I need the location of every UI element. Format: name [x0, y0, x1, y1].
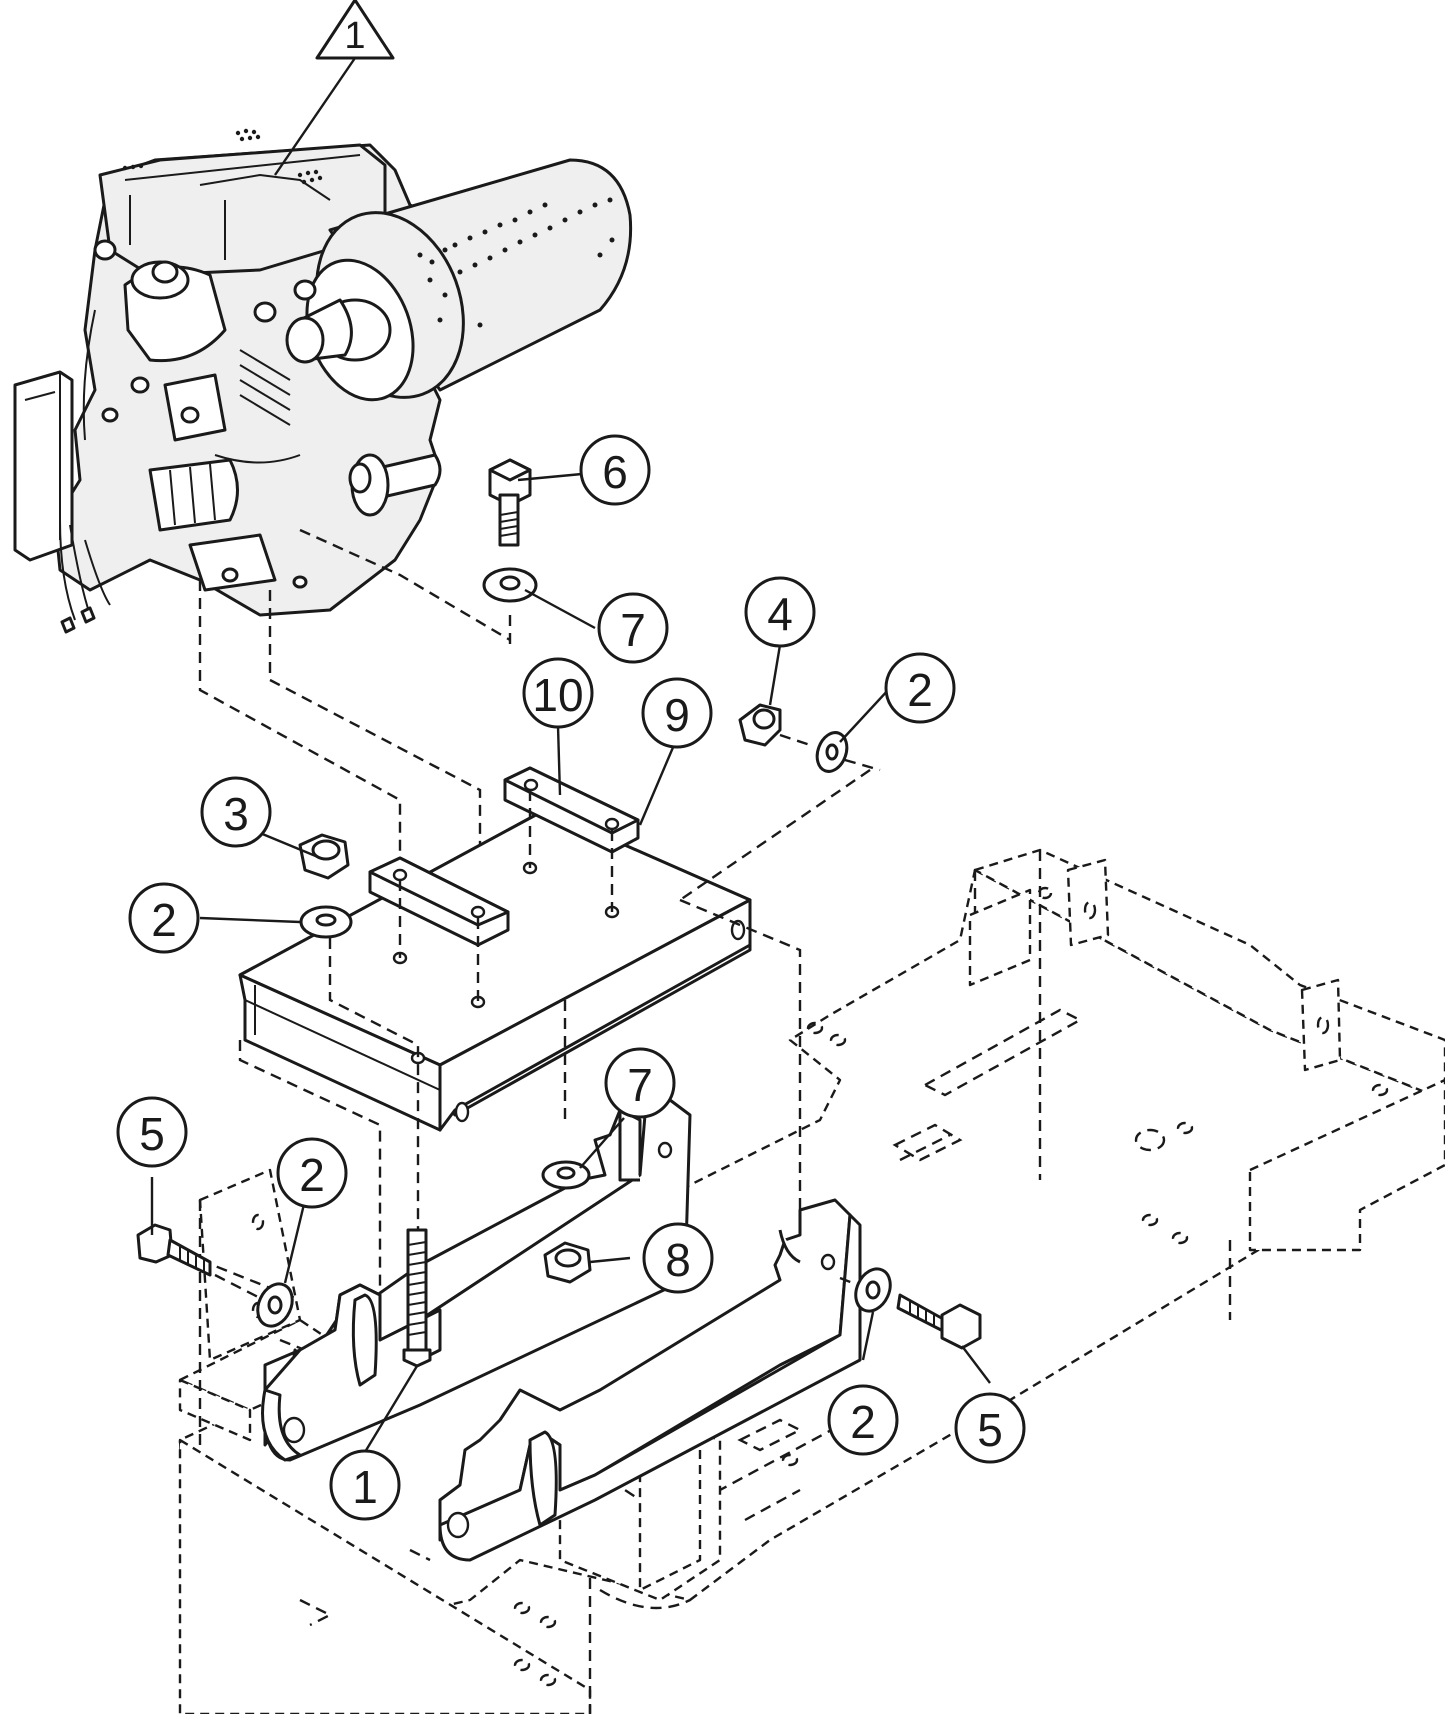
washer-7-lower [541, 1160, 591, 1190]
callout-label: 7 [627, 1059, 653, 1111]
callout-circle [329, 1449, 401, 1521]
engine-assembly [13, 128, 633, 634]
warning-triangle-callout: 1 [315, 0, 395, 60]
callout-label: 2 [151, 894, 177, 946]
engine-bracket-left [261, 1098, 692, 1462]
callout-circle [579, 434, 651, 506]
callout-circle [884, 652, 956, 724]
callout-c3: 3 [200, 776, 272, 848]
callout-circle [200, 776, 272, 848]
engine-bracket-right [438, 1198, 862, 1562]
callout-c2d: 2 [827, 1384, 899, 1456]
callout-label: 3 [223, 788, 249, 840]
callout-label: 2 [907, 664, 933, 716]
callout-label: 1 [352, 1461, 378, 1513]
callout-label: 5 [139, 1108, 165, 1160]
callout-label: 8 [665, 1234, 691, 1286]
callout-c6: 6 [579, 434, 651, 506]
callout-label: 6 [602, 446, 628, 498]
stud-1 [402, 1228, 432, 1368]
callout-label: 2 [299, 1149, 325, 1201]
callout-circle [954, 1392, 1026, 1464]
callout-circle [128, 882, 200, 954]
callout-circle [642, 1222, 714, 1294]
washer-2-lower-right [839, 1267, 892, 1313]
washer-2-left [299, 905, 353, 939]
callout-c7b: 7 [604, 1047, 676, 1119]
nut-4 [738, 703, 811, 747]
washer-2-lower-left [256, 1282, 294, 1328]
nut-3 [298, 833, 350, 880]
washer-7-upper [482, 567, 538, 603]
callout-c2b: 2 [128, 882, 200, 954]
callout-c5b: 5 [954, 1392, 1026, 1464]
nut-8 [543, 1241, 592, 1284]
vent-pattern [122, 128, 323, 185]
spacer-strap-upper [503, 766, 640, 854]
callout-label: 2 [850, 1396, 876, 1448]
callout-label: 7 [620, 604, 646, 656]
alignment-lines-plate [199, 769, 871, 1370]
leader-lines [150, 57, 991, 1453]
callout-circle [522, 657, 594, 729]
callout-c2a: 2 [884, 652, 956, 724]
callout-circle [597, 592, 669, 664]
bolt-5-right [896, 1293, 982, 1350]
callout-label: 10 [532, 669, 583, 721]
callout-c10: 10 [522, 657, 594, 729]
callout-c8: 8 [642, 1222, 714, 1294]
callout-circle [827, 1384, 899, 1456]
callout-label: 5 [977, 1404, 1003, 1456]
callout-group: 6 7 4 2 10 9 3 2 5 2 7 8 2 5 1 [116, 434, 1026, 1521]
callout-c4: 4 [744, 576, 816, 648]
callout-circle [744, 576, 816, 648]
callout-circle [276, 1137, 348, 1209]
warning-triangle-label: 1 [344, 15, 365, 57]
callout-label: 9 [664, 689, 690, 741]
callout-circle [641, 677, 713, 749]
bolt-5-left [136, 1223, 261, 1300]
spacer-strap-lower [368, 856, 510, 947]
bolt-6 [488, 458, 532, 547]
callout-label: 4 [767, 588, 793, 640]
callout-c5a: 5 [116, 1096, 188, 1168]
callout-c2c: 2 [276, 1137, 348, 1209]
callout-circle [116, 1096, 188, 1168]
callout-c9: 9 [641, 677, 713, 749]
callout-c1: 1 [329, 1449, 401, 1521]
callout-circle [604, 1047, 676, 1119]
washer-2-upper-right [815, 731, 881, 773]
callout-c7a: 7 [597, 592, 669, 664]
